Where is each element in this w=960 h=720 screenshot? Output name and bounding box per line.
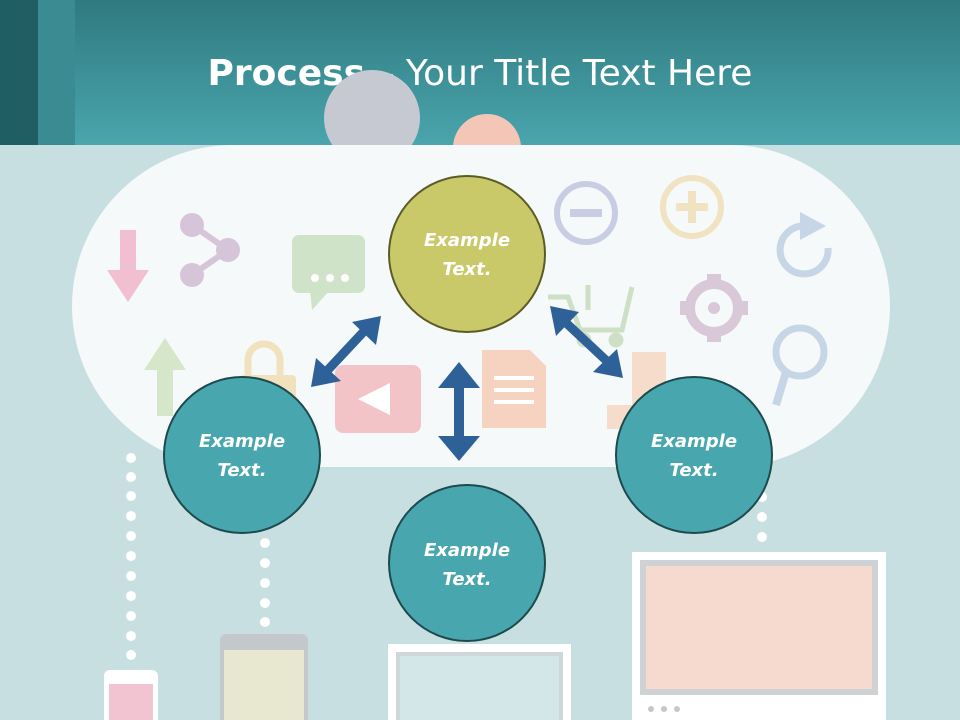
dotted-connector bbox=[126, 453, 136, 660]
node-right-line2: Text. bbox=[669, 460, 718, 481]
node-bottom-line2: Text. bbox=[442, 569, 491, 590]
monitor-device bbox=[632, 552, 886, 720]
share-icon bbox=[180, 213, 240, 287]
node-left: Example Text. bbox=[163, 376, 321, 534]
chat-icon bbox=[292, 235, 365, 310]
dotted-connector bbox=[260, 538, 270, 627]
node-bottom-line1: Example bbox=[424, 540, 510, 561]
refresh-icon bbox=[776, 212, 832, 278]
title-rest: – Your Title Text Here bbox=[365, 53, 753, 94]
header-stripe bbox=[0, 0, 38, 145]
arrow-top-right bbox=[550, 306, 623, 378]
tablet-device bbox=[220, 634, 308, 720]
plus-icon bbox=[660, 175, 724, 239]
node-top-line2: Text. bbox=[442, 259, 491, 280]
minus-icon bbox=[554, 181, 618, 245]
down-arrow-icon bbox=[107, 230, 149, 302]
slide-title: Process – Your Title Text Here bbox=[0, 52, 960, 96]
node-right-line1: Example bbox=[651, 431, 737, 452]
up-arrow-icon bbox=[144, 338, 186, 416]
document-icon bbox=[482, 350, 546, 428]
node-left-line2: Text. bbox=[217, 460, 266, 481]
laptop-device bbox=[388, 644, 571, 720]
node-right: Example Text. bbox=[615, 376, 773, 534]
decor-circle-gray bbox=[324, 70, 420, 166]
node-top-line1: Example bbox=[424, 230, 510, 251]
node-left-line1: Example bbox=[199, 431, 285, 452]
arrow-vertical bbox=[438, 362, 480, 461]
node-top: Example Text. bbox=[388, 175, 546, 333]
video-icon bbox=[335, 365, 421, 433]
search-icon bbox=[772, 324, 828, 407]
node-bottom: Example Text. bbox=[388, 484, 546, 642]
arrow-top-left bbox=[311, 316, 381, 387]
phone-device bbox=[104, 670, 158, 720]
header-stripe bbox=[38, 0, 75, 145]
dotted-connector bbox=[757, 492, 767, 542]
gear-icon bbox=[680, 274, 748, 342]
